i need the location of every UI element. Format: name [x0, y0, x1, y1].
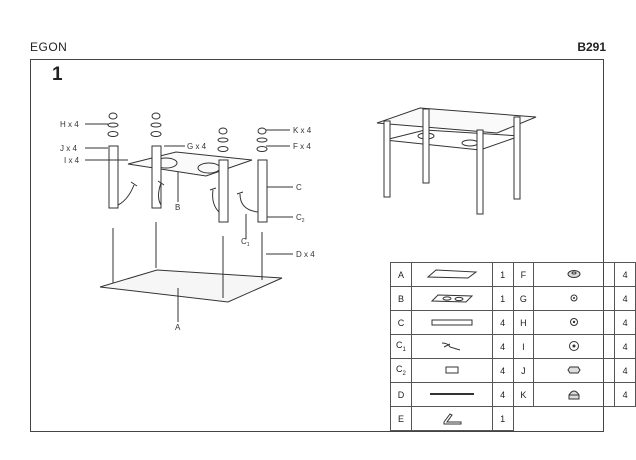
product-name: EGON [30, 40, 68, 54]
part-label: F [512, 262, 535, 287]
step-number: 1 [52, 64, 63, 85]
shelf-bracket-c1 [157, 180, 165, 206]
rubber-pad-f [150, 131, 162, 137]
rubber-pad-f [107, 131, 119, 137]
part-label: D [390, 382, 412, 407]
part-quantity: 4 [614, 382, 636, 407]
part-quantity: 1 [491, 262, 514, 287]
svg-text:C1: C1 [241, 237, 250, 248]
rubber-pad-icon [533, 262, 616, 287]
cap-nut-k [218, 127, 228, 135]
part-label: J [512, 358, 535, 383]
part-label: C1 [390, 334, 412, 359]
empty-cell [513, 407, 534, 431]
callout-j: J x 4 [60, 144, 77, 153]
shelf-bracket-c1 [117, 181, 138, 206]
assembled-table-illustration [376, 107, 537, 215]
part-quantity: 4 [614, 262, 636, 287]
part-label: I [512, 334, 535, 359]
part-quantity: 4 [491, 310, 514, 335]
part-quantity: 4 [614, 286, 636, 311]
callout-c2: C [296, 213, 302, 222]
rubber-pad-f [256, 146, 268, 152]
part-label: C [390, 310, 412, 335]
callout-c1: C [241, 237, 247, 246]
large-washer-icon [533, 334, 616, 359]
cap-nut-k [108, 112, 118, 120]
callout-d: D x 4 [296, 250, 315, 259]
allen-key-icon [410, 406, 493, 431]
leg-c [108, 145, 119, 209]
callout-g: G x 4 [187, 142, 207, 151]
part-label: H [512, 310, 535, 335]
product-code: B291 [577, 40, 606, 54]
shelf-bracket-c1 [236, 191, 259, 213]
callout-i: I x 4 [64, 156, 80, 165]
part-quantity: 1 [491, 406, 514, 431]
part-label: E [390, 406, 412, 431]
washer-icon [533, 310, 616, 335]
part-quantity: 4 [614, 358, 636, 383]
shelf-bracket-c1 [209, 187, 220, 213]
part-label: A [390, 262, 412, 287]
part-quantity: 4 [491, 382, 514, 407]
empty-cell [534, 407, 615, 431]
callout-c2-sub: 2 [302, 218, 305, 224]
part-quantity: 4 [614, 310, 636, 335]
callout-h: H x 4 [60, 120, 79, 129]
part-quantity: 4 [491, 358, 514, 383]
shelf-bracket-icon [410, 334, 493, 359]
callout-b: B [175, 203, 180, 212]
part-label: B [390, 286, 412, 311]
washer-h [217, 137, 229, 143]
cap-nut-k [257, 127, 267, 135]
part-quantity: 4 [614, 334, 636, 359]
callout-c: C [296, 183, 302, 192]
callout-a: A [175, 323, 181, 332]
cap-nut-icon [533, 382, 616, 407]
part-label: C2 [390, 358, 412, 383]
glass-top-a [99, 269, 283, 303]
empty-cell [615, 407, 636, 431]
svg-text:C2: C2 [296, 213, 305, 224]
threaded-rod-icon [410, 382, 493, 407]
nut-icon [533, 358, 616, 383]
leg-cap-icon [410, 358, 493, 383]
cap-nut-k [151, 112, 161, 120]
glass-top-icon [410, 262, 493, 287]
part-quantity: 1 [491, 286, 514, 311]
small-washer-icon [533, 286, 616, 311]
washer-h [256, 137, 268, 143]
drawing-frame [30, 59, 604, 432]
leg-c [151, 145, 162, 209]
leg-tube-icon [410, 310, 493, 335]
leg-c [218, 159, 229, 223]
washer-h [150, 122, 162, 128]
part-label: K [512, 382, 535, 407]
part-quantity: 4 [491, 334, 514, 359]
glass-shelf-b [127, 151, 253, 177]
glass-shelf-icon [410, 286, 493, 311]
callout-k: K x 4 [293, 126, 312, 135]
part-label: G [512, 286, 535, 311]
washer-h [107, 122, 119, 128]
leg-c [257, 159, 268, 223]
callout-f: F x 4 [293, 142, 311, 151]
callout-c1-sub: 1 [247, 242, 250, 248]
rubber-pad-f [217, 146, 229, 152]
